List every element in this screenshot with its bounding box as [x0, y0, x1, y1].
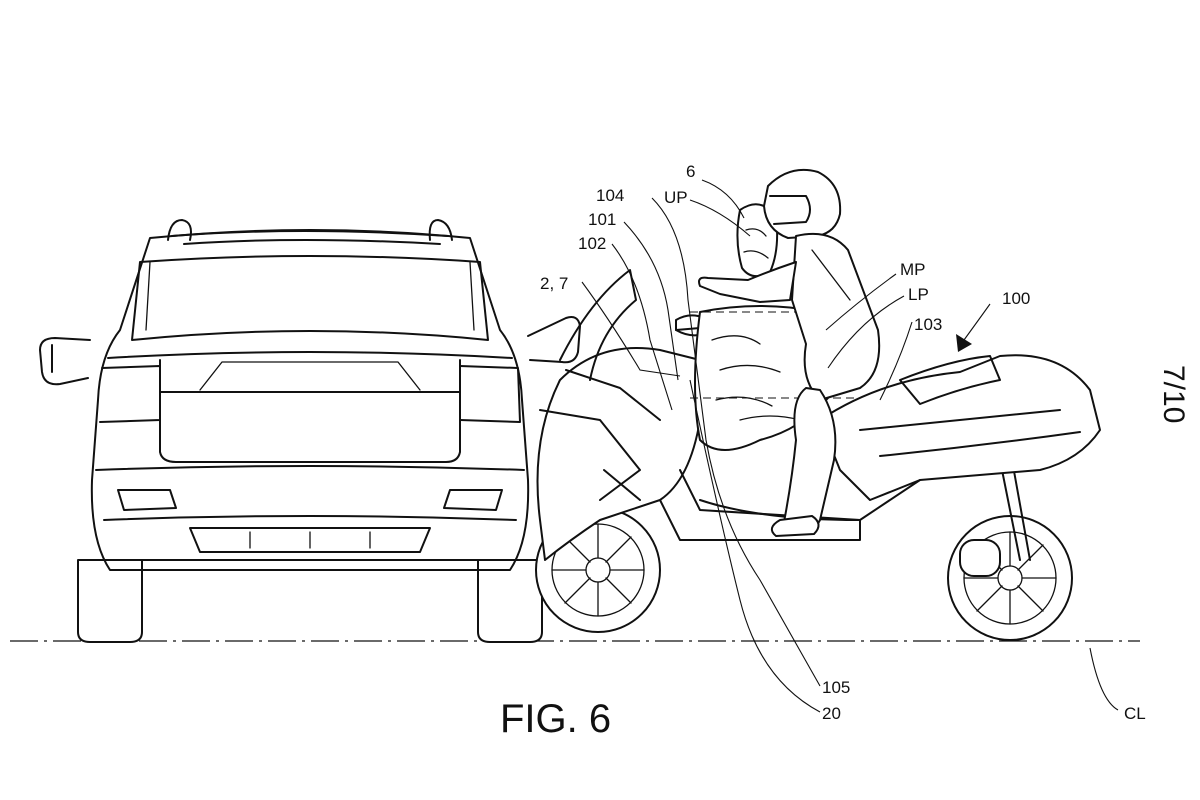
label-20: 20 [822, 704, 841, 723]
label-101: 101 [588, 210, 616, 229]
label-2-7: 2, 7 [540, 274, 568, 293]
label-6: 6 [686, 162, 695, 181]
label-100: 100 [1002, 289, 1030, 308]
car-rear-view [39, 219, 581, 643]
leader-lines [581, 179, 1119, 713]
rider [698, 168, 881, 537]
label-lp: LP [908, 285, 929, 304]
label-mp: MP [900, 260, 926, 279]
sheet-number: 7/10 [1157, 365, 1190, 423]
three-wheel-scooter [535, 269, 1101, 641]
label-103: 103 [914, 315, 942, 334]
label-102: 102 [578, 234, 606, 253]
label-105: 105 [822, 678, 850, 697]
reference-labels: 6 UP 104 101 102 2, 7 MP LP 100 103 105 … [540, 162, 1146, 723]
label-cl: CL [1124, 704, 1146, 723]
figure-caption: FIG. 6 [500, 697, 611, 741]
label-104: 104 [596, 186, 624, 205]
label-up: UP [664, 188, 688, 207]
